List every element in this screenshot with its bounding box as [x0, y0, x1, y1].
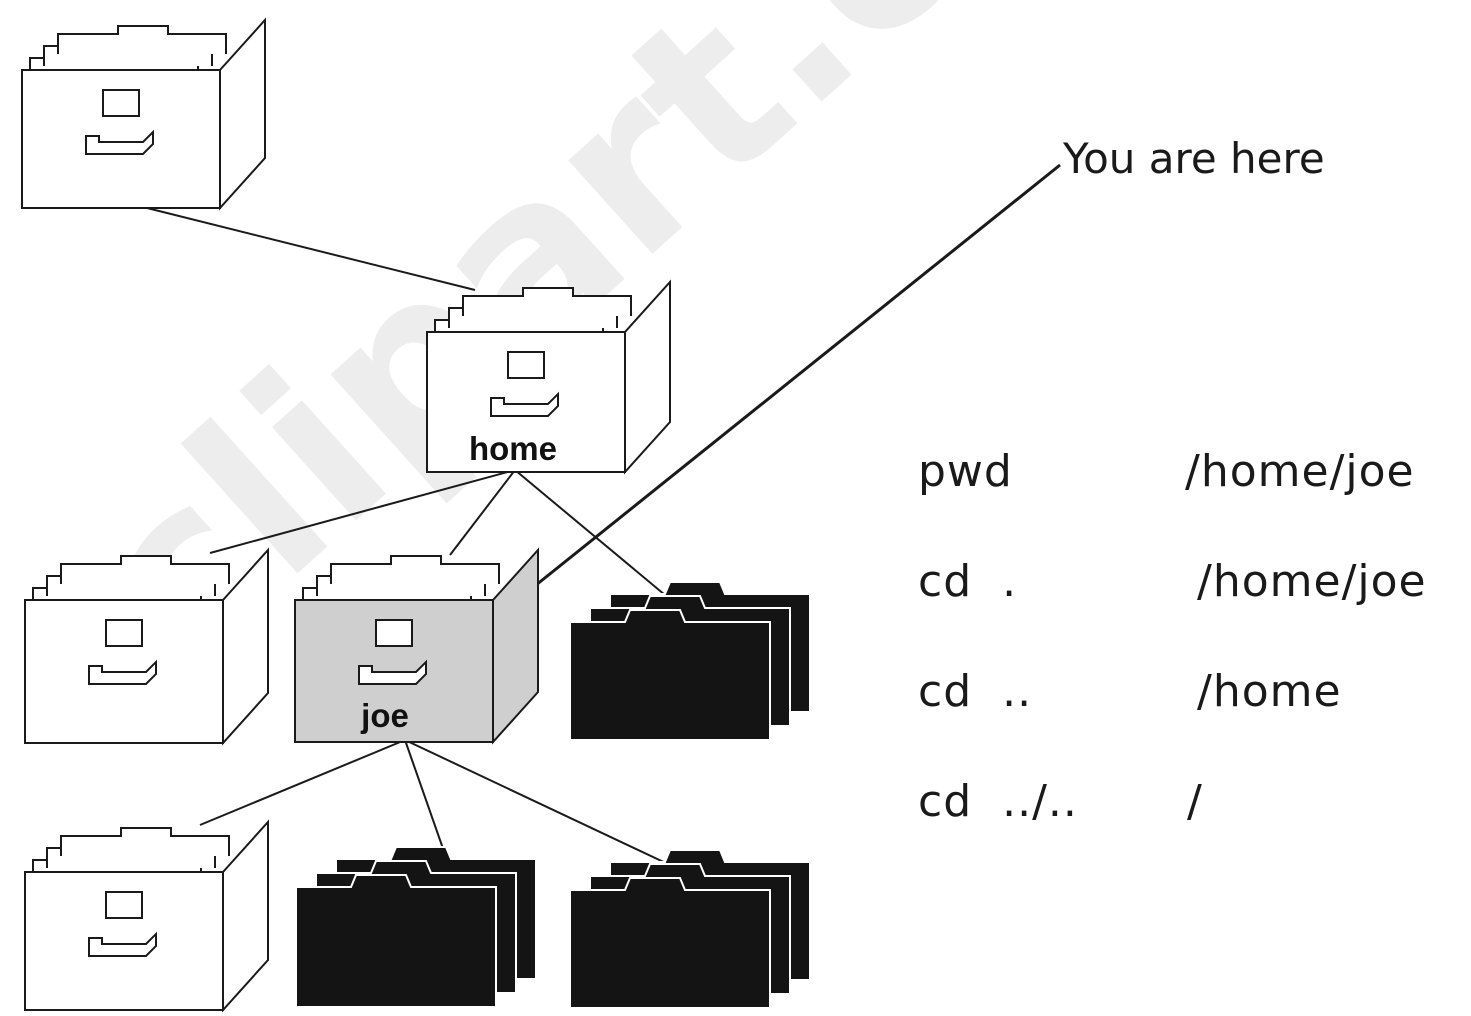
connector-joe-files1: [405, 740, 447, 860]
connector-joe-dir: [200, 740, 405, 825]
cabinet-dir1: [25, 550, 268, 743]
cabinet-joe-label-holder: [376, 620, 412, 646]
connector-home-joe: [450, 470, 515, 555]
command-cd-up: cd ..: [918, 670, 1032, 714]
files-home-folder-0: [570, 610, 770, 740]
files-joe-2: [570, 850, 810, 1008]
command-cd-up-up: cd ../..: [918, 780, 1078, 824]
cabinet-root-label-holder: [103, 90, 139, 116]
connector-home-dir1: [210, 470, 515, 553]
cabinet-home-label-holder: [508, 352, 544, 378]
files-joe-2-folder-0: [570, 878, 770, 1008]
home-label: home: [469, 430, 557, 467]
joe-label: joe: [360, 697, 409, 734]
command-pwd: pwd: [918, 450, 1013, 494]
cabinet-dir1-label-holder: [106, 620, 142, 646]
you-are-here-text: You are here: [1063, 138, 1325, 180]
command-cd-dot: cd .: [918, 560, 1017, 604]
connector-root-home: [135, 205, 475, 290]
result-pwd: /home/joe: [1185, 450, 1415, 494]
cabinet-joe: [295, 550, 538, 742]
result-cd-up-up: /: [1187, 780, 1203, 824]
files-home: [570, 582, 810, 740]
result-cd-up: /home: [1197, 670, 1342, 714]
cabinet-joe-dir: [25, 822, 268, 1010]
result-cd-dot: /home/joe: [1197, 560, 1427, 604]
cabinet-joe-dir-label-holder: [106, 892, 142, 918]
files-joe-1-folder-0: [296, 875, 496, 1007]
files-joe-1: [296, 847, 536, 1007]
cabinet-root: [22, 20, 265, 208]
